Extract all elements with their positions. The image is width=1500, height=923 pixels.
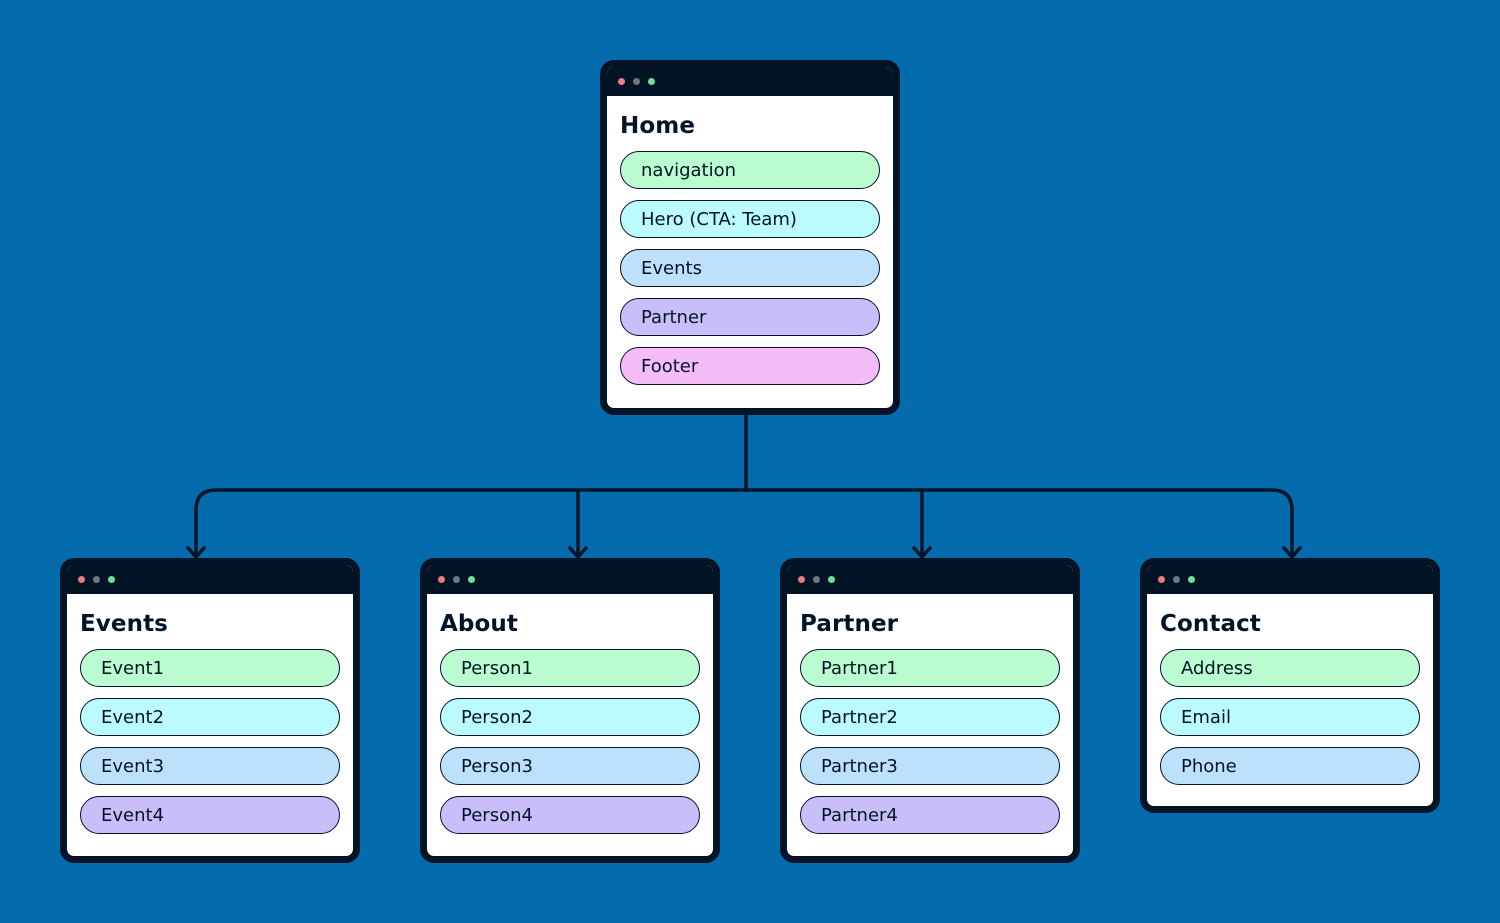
section-pill: Address: [1160, 649, 1420, 687]
window-titlebar: [67, 565, 353, 594]
section-pill: Partner1: [800, 649, 1060, 687]
home-page-window: Home navigation Hero (CTA: Team) Events …: [600, 60, 900, 415]
section-pill: Partner3: [800, 747, 1060, 785]
arrowhead-events: [186, 546, 206, 559]
page-title: About: [440, 611, 518, 637]
page-title: Events: [80, 611, 168, 637]
close-dot-icon: [78, 576, 85, 583]
window-titlebar: [607, 67, 893, 96]
page-title: Partner: [800, 611, 899, 637]
minimize-dot-icon: [813, 576, 820, 583]
minimize-dot-icon: [453, 576, 460, 583]
section-pill: Partner: [620, 298, 880, 336]
page-title: Home: [620, 113, 696, 139]
maximize-dot-icon: [648, 78, 655, 85]
minimize-dot-icon: [93, 576, 100, 583]
branch-line: [194, 488, 1294, 559]
section-pill: Partner4: [800, 796, 1060, 834]
window-titlebar: [427, 565, 713, 594]
section-pill: Phone: [1160, 747, 1420, 785]
section-pill: Person4: [440, 796, 700, 834]
maximize-dot-icon: [108, 576, 115, 583]
section-pill: Event2: [80, 698, 340, 736]
section-pill: Person3: [440, 747, 700, 785]
section-pill: Event4: [80, 796, 340, 834]
minimize-dot-icon: [1173, 576, 1180, 583]
contact-page-window: Contact Address Email Phone: [1140, 558, 1440, 813]
arrowhead-about: [568, 546, 588, 559]
section-pill: Person2: [440, 698, 700, 736]
page-title: Contact: [1160, 611, 1261, 637]
close-dot-icon: [618, 78, 625, 85]
close-dot-icon: [1158, 576, 1165, 583]
events-page-window: Events Event1 Event2 Event3 Event4: [60, 558, 360, 863]
maximize-dot-icon: [828, 576, 835, 583]
section-pill: navigation: [620, 151, 880, 189]
section-pill: Footer: [620, 347, 880, 385]
section-pill: Event1: [80, 649, 340, 687]
window-titlebar: [787, 565, 1073, 594]
window-titlebar: [1147, 565, 1433, 594]
section-pill: Event3: [80, 747, 340, 785]
section-pill: Email: [1160, 698, 1420, 736]
section-pill: Partner2: [800, 698, 1060, 736]
arrowhead-contact: [1282, 546, 1302, 559]
close-dot-icon: [798, 576, 805, 583]
section-pill: Events: [620, 249, 880, 287]
about-page-window: About Person1 Person2 Person3 Person4: [420, 558, 720, 863]
section-pill: Hero (CTA: Team): [620, 200, 880, 238]
section-pill: Person1: [440, 649, 700, 687]
maximize-dot-icon: [1188, 576, 1195, 583]
partner-page-window: Partner Partner1 Partner2 Partner3 Partn…: [780, 558, 1080, 863]
arrowhead-partner: [912, 546, 932, 559]
close-dot-icon: [438, 576, 445, 583]
minimize-dot-icon: [633, 78, 640, 85]
maximize-dot-icon: [468, 576, 475, 583]
